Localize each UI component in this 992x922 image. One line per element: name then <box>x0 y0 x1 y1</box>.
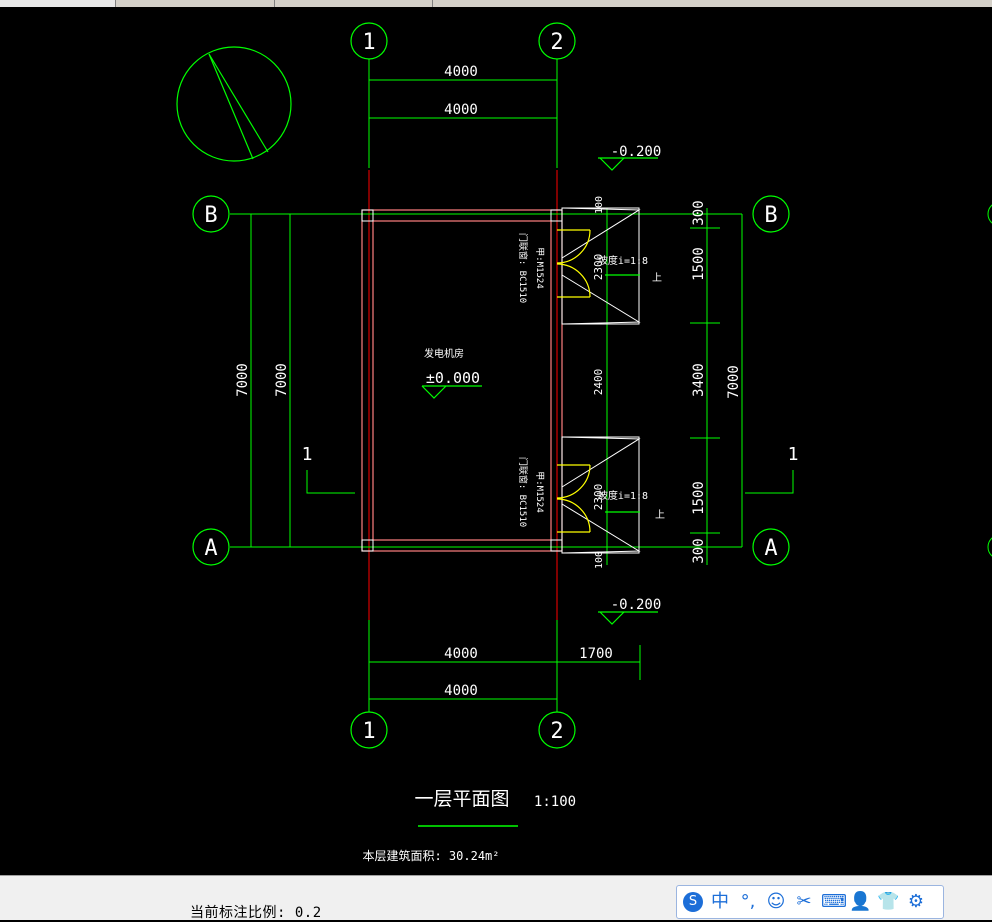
axis-label-B-left: B <box>204 203 217 228</box>
axis-bubble-offscreen-bottom <box>987 537 992 557</box>
ime-emoji-icon[interactable]: ☺ <box>766 891 786 912</box>
axis-label-2-top: 2 <box>550 30 563 55</box>
axis-label-1-bottom: 1 <box>362 719 375 744</box>
dim-top-inner: 4000 <box>444 102 478 118</box>
dim-right-300-top: 300 <box>691 200 707 225</box>
dim-bottom-inner: 4000 <box>444 646 478 662</box>
door-label-bottom: 门联窗: BC1510 <box>517 457 529 527</box>
axis-label-A-right: A <box>764 536 777 561</box>
dim-door-2400: 2400 <box>592 369 605 396</box>
dim-top-outer: 4000 <box>444 64 478 80</box>
tab-2[interactable] <box>116 0 275 7</box>
level-bottom: -0.200 <box>611 597 662 613</box>
axis-label-2-bottom: 2 <box>550 719 563 744</box>
dimension-lines <box>250 59 794 712</box>
axis-bubble-A-right <box>752 528 790 566</box>
ime-scissors-icon[interactable]: ✂ <box>796 891 812 912</box>
axis-label-1-top: 1 <box>362 30 375 55</box>
axis-label-B-right: B <box>764 203 777 228</box>
axis-bubble-B-right <box>752 195 790 233</box>
axis-label-A-left: A <box>204 536 217 561</box>
ramp-up-bottom: 上 <box>655 509 665 521</box>
dim-door-100-top: 100 <box>594 196 605 214</box>
ime-toolbar[interactable]: S 中 °, ☺ ✂ ⌨ 👤 👕 ⚙ <box>676 885 944 919</box>
room-name: 发电机房 <box>424 347 464 360</box>
ime-keyboard-icon[interactable]: ⌨ <box>821 891 847 912</box>
dim-right-3400: 3400 <box>691 363 707 397</box>
axis-bubble-B-left <box>192 195 230 233</box>
ramp-up-top: 上 <box>652 272 662 284</box>
cad-drawing-canvas[interactable]: 1 2 1 2 B A B A <box>0 7 992 875</box>
floor-level: ±0.000 <box>426 369 480 387</box>
ime-skin-icon[interactable]: 👕 <box>877 891 900 912</box>
ime-punctuation-icon[interactable]: °, <box>740 891 756 912</box>
ime-chinese-mode-icon[interactable]: 中 <box>711 891 729 912</box>
building-walls <box>361 209 563 552</box>
section-mark-right: 1 <box>788 444 799 465</box>
north-arrow <box>176 46 292 162</box>
dim-bottom-outer: 4000 <box>444 683 478 699</box>
ime-logo-icon[interactable]: S <box>683 892 703 912</box>
dim-right-1500-top: 1500 <box>691 247 707 281</box>
door-label2-bottom: 甲:M1524 <box>534 471 545 513</box>
axis-lines <box>230 170 740 620</box>
dim-door-2300-top: 2300 <box>592 254 605 281</box>
door-label2-top: 甲:M1524 <box>534 247 545 289</box>
dim-right-1500-bottom: 1500 <box>691 481 707 515</box>
axis-bubble-offscreen-top <box>987 204 992 224</box>
level-markers <box>421 157 658 625</box>
door-label-top: 门联窗: BC1510 <box>517 233 529 303</box>
tab-3[interactable] <box>275 0 433 7</box>
slope-top: 坡度i=1:8 <box>598 254 648 267</box>
dim-left-outer: 7000 <box>235 363 251 397</box>
dim-door-100-bottom: 100 <box>594 551 605 569</box>
section-mark-left: 1 <box>302 444 313 465</box>
ime-user-icon[interactable]: 👤 <box>849 891 872 912</box>
dim-right-300-bottom: 300 <box>691 538 707 563</box>
drawing-title: 一层平面图 <box>414 788 509 810</box>
drawing-scale: 1:100 <box>534 794 576 810</box>
annotation-scale-label: 当前标注比例: 0.2 <box>190 905 322 921</box>
dim-left-inner: 7000 <box>274 363 290 397</box>
dim-right-total: 7000 <box>726 365 742 399</box>
doors <box>556 229 591 533</box>
level-top: -0.200 <box>611 144 662 160</box>
tab-1[interactable] <box>0 0 116 7</box>
slope-bottom: 坡度i=1:8 <box>598 489 648 502</box>
tab-bar <box>0 0 992 7</box>
dim-door-2300-bottom: 2300 <box>592 484 605 511</box>
axis-bubble-A-left <box>192 528 230 566</box>
ime-settings-icon[interactable]: ⚙ <box>907 891 925 912</box>
area-note: 本层建筑面积: 30.24m² <box>362 848 499 863</box>
dim-bottom-side: 1700 <box>579 646 613 662</box>
